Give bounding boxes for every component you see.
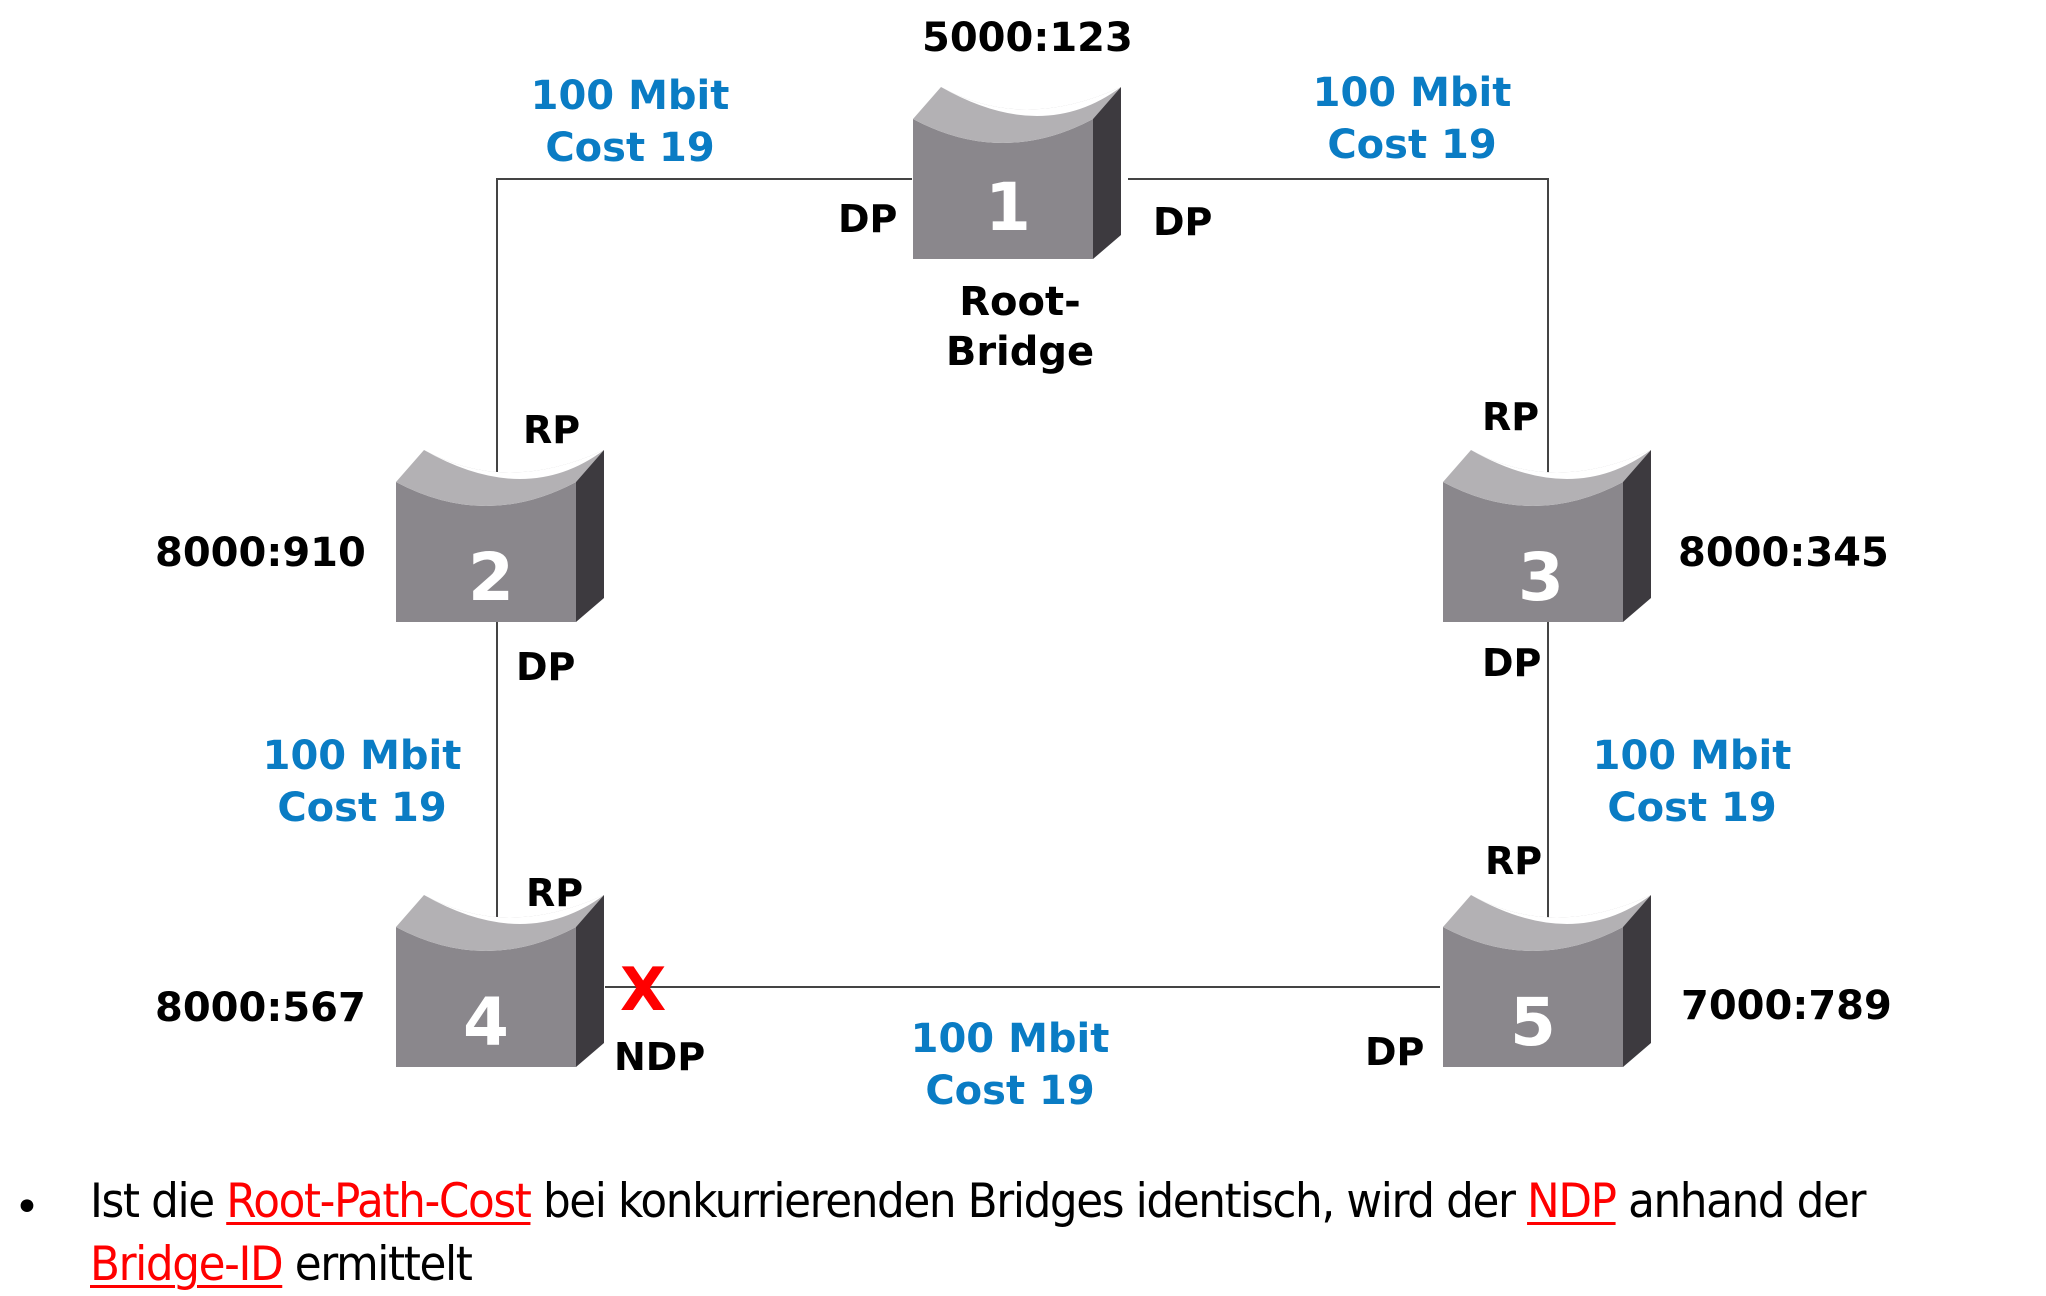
root-label-line1: Root- bbox=[959, 279, 1081, 325]
bridge-id-4: 8000:567 bbox=[155, 985, 366, 1031]
link-label-3-5: 100 Mbit Cost 19 bbox=[1542, 730, 1842, 834]
port-label-b4-top: RP bbox=[526, 871, 584, 915]
bridge-number: 4 bbox=[463, 984, 509, 1061]
bridge-number: 2 bbox=[468, 539, 514, 616]
link-speed: 100 Mbit bbox=[530, 73, 730, 119]
term-bridge-id: Bridge-ID bbox=[90, 1237, 284, 1292]
bridge-id-2: 8000:910 bbox=[155, 530, 366, 576]
port-label-b1-right: DP bbox=[1153, 200, 1213, 244]
blocked-port-x-icon: X bbox=[620, 955, 667, 1025]
bullet-text-part: bei konkurrierenden Bridges identisch, w… bbox=[530, 1174, 1528, 1229]
bridge-number: 5 bbox=[1510, 984, 1556, 1061]
bridge-id-5: 7000:789 bbox=[1681, 983, 1892, 1029]
link-speed: 100 Mbit bbox=[262, 733, 462, 779]
term-ndp: NDP bbox=[1527, 1174, 1617, 1229]
link-cost: Cost 19 bbox=[925, 1068, 1095, 1114]
link-cost: Cost 19 bbox=[545, 125, 715, 171]
link-label-2-4: 100 Mbit Cost 19 bbox=[212, 730, 512, 834]
bridge-5: 5 bbox=[1443, 895, 1651, 1067]
link-cost: Cost 19 bbox=[1327, 122, 1497, 168]
bridge-number: 3 bbox=[1518, 539, 1564, 616]
bridge-4: 4 bbox=[396, 895, 604, 1067]
bullet-text-part: anhand der bbox=[1615, 1174, 1866, 1229]
port-label-b3-top: RP bbox=[1482, 395, 1540, 439]
port-label-b1-left: DP bbox=[838, 197, 898, 241]
link-cost: Cost 19 bbox=[277, 785, 447, 831]
port-label-b2-bottom: DP bbox=[516, 645, 576, 689]
port-label-b2-top: RP bbox=[523, 408, 581, 452]
bullet-text: Ist die Root-Path-Cost bei konkurrierend… bbox=[90, 1170, 1904, 1296]
bridge-id-3: 8000:345 bbox=[1678, 530, 1889, 576]
link-1-2 bbox=[496, 178, 912, 480]
link-cost: Cost 19 bbox=[1607, 785, 1777, 831]
bullet-marker: • bbox=[14, 1182, 40, 1233]
root-bridge-label: Root- Bridge bbox=[920, 277, 1120, 377]
link-label-1-3: 100 Mbit Cost 19 bbox=[1262, 67, 1562, 171]
link-speed: 100 Mbit bbox=[910, 1016, 1110, 1062]
root-label-line2: Bridge bbox=[945, 329, 1095, 375]
link-label-4-5: 100 Mbit Cost 19 bbox=[860, 1013, 1160, 1117]
link-1-3 bbox=[1128, 178, 1549, 480]
bullet-text-part: ermittelt bbox=[282, 1237, 473, 1292]
port-label-b5-top: RP bbox=[1485, 839, 1543, 883]
bullet-text-part: Ist die bbox=[90, 1174, 227, 1229]
bridge-1: 1 bbox=[913, 87, 1121, 259]
bridge-2: 2 bbox=[396, 450, 604, 622]
term-root-path-cost: Root-Path-Cost bbox=[226, 1174, 532, 1229]
port-label-b4-right: NDP bbox=[614, 1035, 706, 1079]
bridge-id-1: 5000:123 bbox=[922, 15, 1133, 61]
link-speed: 100 Mbit bbox=[1592, 733, 1792, 779]
link-speed: 100 Mbit bbox=[1312, 70, 1512, 116]
bridge-number: 1 bbox=[985, 169, 1031, 246]
link-label-1-2: 100 Mbit Cost 19 bbox=[480, 70, 780, 174]
port-label-b3-bottom: DP bbox=[1482, 641, 1542, 685]
bridge-3: 3 bbox=[1443, 450, 1651, 622]
port-label-b5-left: DP bbox=[1365, 1030, 1425, 1074]
